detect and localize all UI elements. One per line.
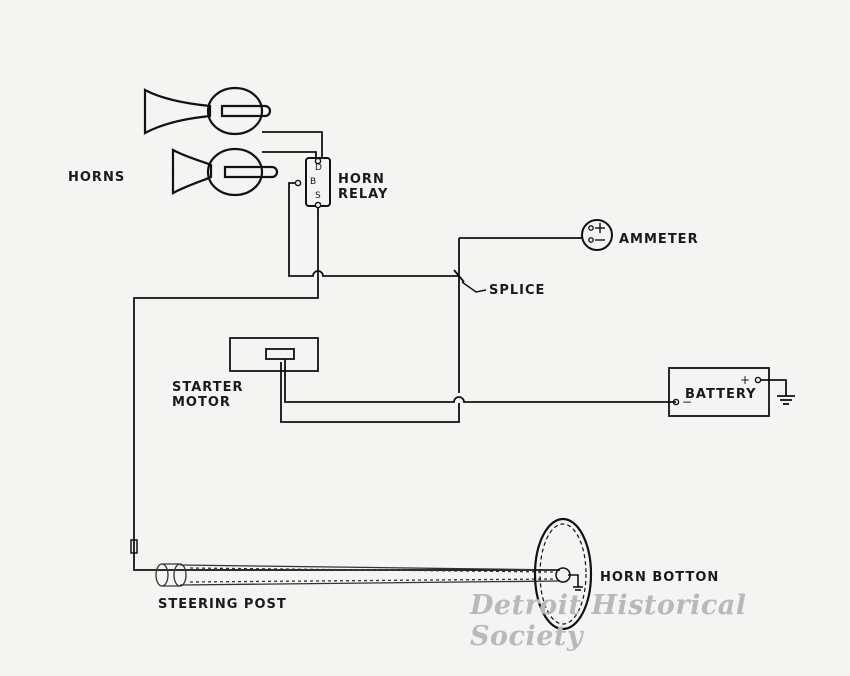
battery-minus-label: − [682,395,693,409]
relay-terminal-s: S [315,191,321,201]
starter-motor-box [229,337,676,403]
starter-motor-label: STARTER MOTOR [172,380,244,410]
horn-relay-box [294,157,331,209]
ammeter-label: AMMETER [619,232,699,247]
battery-label: BATTERY [685,387,757,402]
horn-lower-icon [171,147,279,197]
horns-label: HORNS [68,170,126,185]
ammeter-gauge [581,219,613,251]
watermark: Detroit Historical Society [470,590,747,652]
wire-connector [130,539,138,554]
splice-leader [461,281,487,293]
horn-button-wheel [533,517,593,631]
horn-upper-icon [143,86,272,136]
battery-box [668,367,795,417]
horn-button-label: HORN BOTTON [600,570,720,585]
horn-relay-label: HORN RELAY [338,172,389,202]
relay-wires [133,182,560,571]
splice-wires [280,237,583,423]
steering-post-label: STEERING POST [158,597,287,612]
relay-terminal-b: B [310,177,317,187]
horn-wires [262,131,323,158]
battery-plus-label: + [740,373,751,387]
steering-post [155,563,561,587]
splice-label: SPLICE [489,283,546,298]
relay-terminal-d: D [315,163,322,173]
